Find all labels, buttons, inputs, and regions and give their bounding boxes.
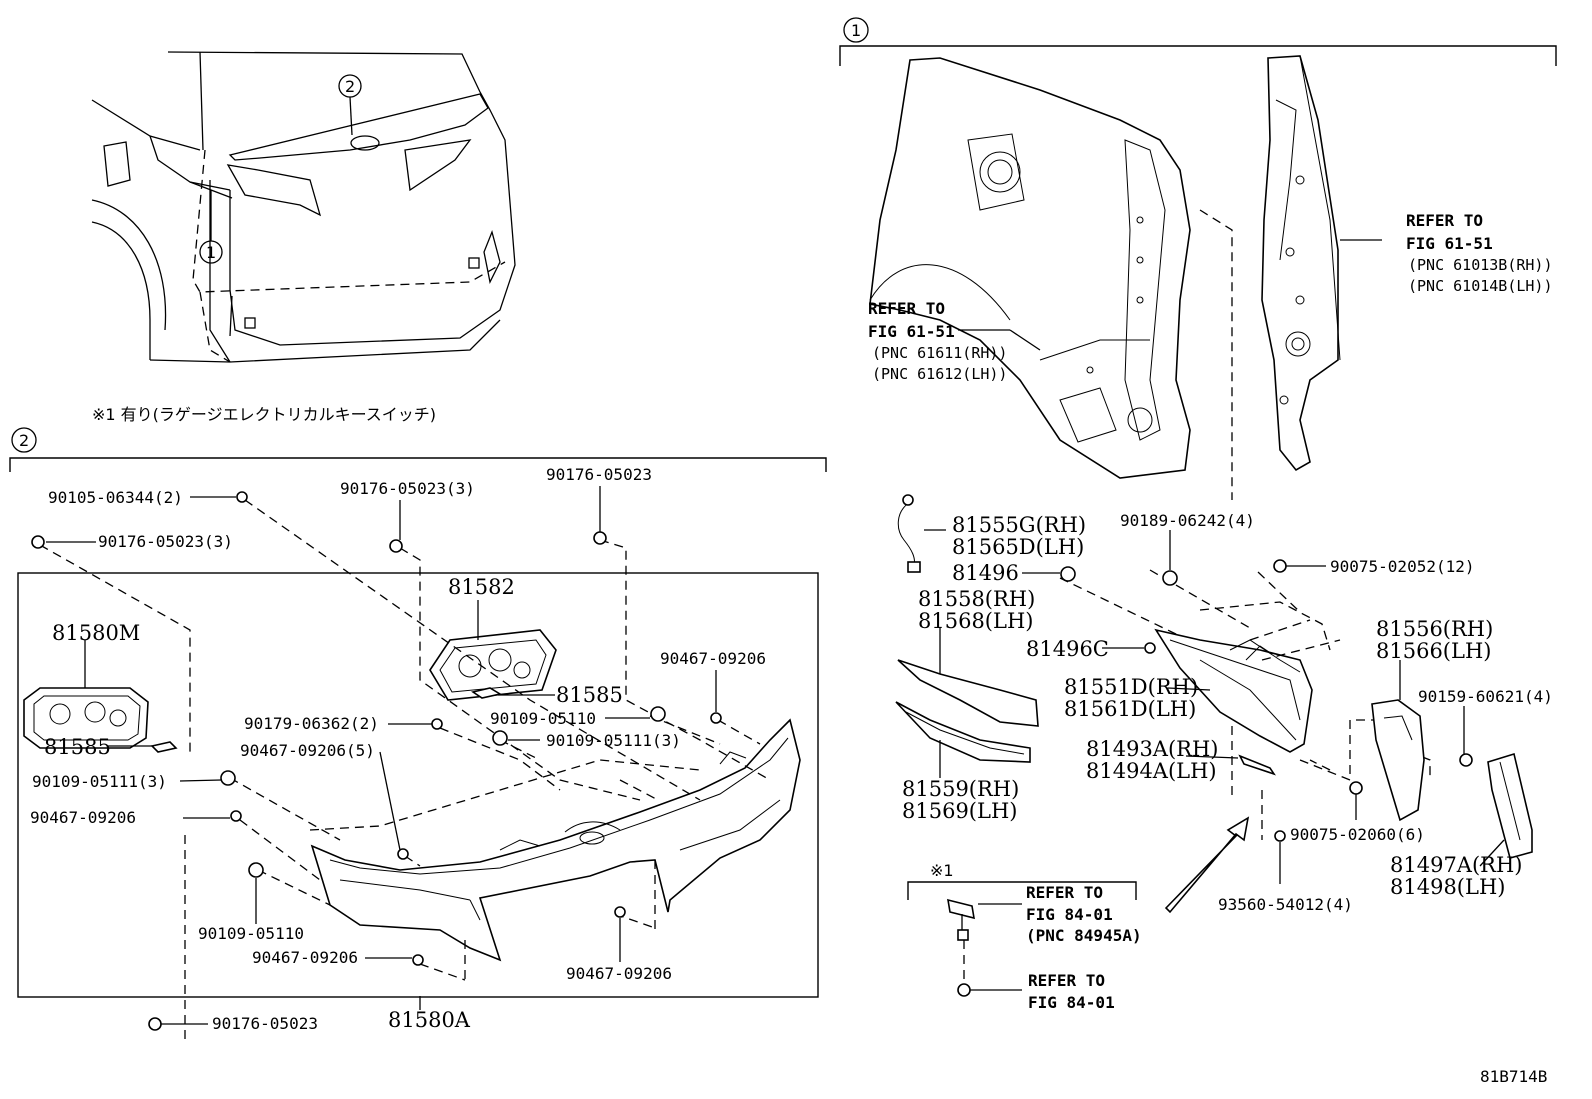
label-90075-02052: 90075-02052(12) (1330, 557, 1475, 576)
fastener-clips-left (31, 491, 722, 1031)
note-luggage-switch: ※1 有り(ラゲージエレクトリカルキースイッチ) (92, 405, 436, 424)
label-81494A: 81494A(LH) (1086, 759, 1217, 783)
label-81582: 81582 (448, 575, 515, 599)
garnish-81559 (895, 701, 1031, 763)
label-90159-60621: 90159-60621(4) (1418, 687, 1553, 706)
label-81585-a: 81585 (556, 683, 623, 707)
label-90467-09206-a: 90467-09206 (660, 649, 766, 668)
direction-arrow (1164, 816, 1250, 914)
callout-1-overview: 1 (206, 243, 216, 262)
fastener-clips-right (1060, 559, 1473, 842)
label-90189-06242: 90189-06242(4) (1120, 511, 1255, 530)
label-90176-05023-3a: 90176-05023(3) (340, 479, 475, 498)
refer-bolt-line2: FIG 84-01 (1028, 993, 1115, 1012)
label-81559: 81559(RH) (902, 777, 1019, 801)
label-81561D: 81561D(LH) (1064, 697, 1196, 721)
section-2-inner-frame (17, 572, 819, 998)
label-90109-05111-a: 90109-05111(3) (546, 731, 681, 750)
label-90467-09206-d: 90467-09206 (566, 964, 672, 983)
label-90467-09206-5: 90467-09206(5) (240, 741, 375, 760)
label-90176-05023-bottom: 90176-05023 (212, 1014, 318, 1033)
refer-switch-line1: REFER TO (1026, 883, 1103, 902)
vehicle-rear-overview: 2 1 (91, 51, 516, 363)
reflector-81497A (1487, 752, 1533, 859)
refer-switch-line3: (PNC 84945A) (1026, 926, 1142, 945)
diagram-id: 81B714B (1480, 1067, 1547, 1086)
label-90109-05111-b: 90109-05111(3) (32, 772, 167, 791)
label-90109-05110-b: 90109-05110 (198, 924, 304, 943)
section-1-marker: 1 (851, 21, 861, 40)
label-90176-05023-3b: 90176-05023(3) (98, 532, 233, 551)
refer-quarter-line4: (PNC 61612(LH)) (872, 365, 1007, 383)
label-81580M: 81580M (52, 621, 140, 645)
refer-inner-line4: (PNC 61014B(LH)) (1408, 277, 1553, 295)
label-81551D: 81551D(RH) (1064, 675, 1198, 699)
section-2: 2 (9, 427, 827, 1040)
section-2-marker: 2 (19, 431, 29, 450)
label-93560-54012: 93560-54012(4) (1218, 895, 1353, 914)
label-81566: 81566(LH) (1376, 639, 1491, 663)
gasket-81580M (23, 687, 149, 749)
label-81556: 81556(RH) (1376, 617, 1493, 641)
wire-harness-81555G (897, 501, 915, 567)
section-1: 1 (839, 17, 1557, 997)
label-90467-09206-c: 90467-09206 (252, 948, 358, 967)
label-90075-02060: 90075-02060(6) (1290, 825, 1425, 844)
tail-lamp-81551D (1154, 628, 1313, 753)
label-90467-09206-b: 90467-09206 (30, 808, 136, 827)
label-81493A: 81493A(RH) (1086, 737, 1218, 761)
refer-quarter-line3: (PNC 61611(RH)) (872, 344, 1007, 362)
label-81580A: 81580A (388, 1008, 471, 1032)
refer-inner-line1: REFER TO (1406, 211, 1483, 230)
reflector-81493A (1238, 754, 1276, 776)
label-81585-b: 81585 (44, 735, 111, 759)
quarter-panel-outer (869, 57, 1191, 479)
label-90109-05110-a: 90109-05110 (490, 709, 596, 728)
label-81555G: 81555G(RH) (952, 513, 1086, 537)
bracket-81556 (1371, 699, 1425, 822)
garnish-81558 (897, 659, 1039, 727)
label-81498: 81498(LH) (1390, 875, 1505, 899)
label-81558: 81558(RH) (918, 587, 1035, 611)
callout-2-overview: 2 (345, 77, 355, 96)
refer-switch-marker: ※1 (930, 861, 954, 880)
label-90176-05023-top: 90176-05023 (546, 465, 652, 484)
label-81569: 81569(LH) (902, 799, 1017, 823)
refer-inner-line2: FIG 61-51 (1406, 234, 1493, 253)
refer-bolt-line1: REFER TO (1028, 971, 1105, 990)
label-81565D: 81565D(LH) (952, 535, 1084, 559)
inner-panel (1261, 55, 1339, 472)
garnish-81580A (310, 718, 801, 962)
refer-inner-line3: (PNC 61013B(RH)) (1408, 256, 1553, 274)
refer-quarter-line1: REFER TO (868, 299, 945, 318)
label-81496C: 81496C (1026, 637, 1109, 661)
label-81496: 81496 (952, 561, 1019, 585)
switch-part-84945A (947, 898, 975, 920)
label-81497A: 81497A(RH) (1390, 853, 1522, 877)
refer-switch-line2: FIG 84-01 (1026, 905, 1113, 924)
label-90179-06362: 90179-06362(2) (244, 714, 379, 733)
refer-quarter-line2: FIG 61-51 (868, 322, 955, 341)
label-81568: 81568(LH) (918, 609, 1033, 633)
label-90105-06344: 90105-06344(2) (48, 488, 183, 507)
